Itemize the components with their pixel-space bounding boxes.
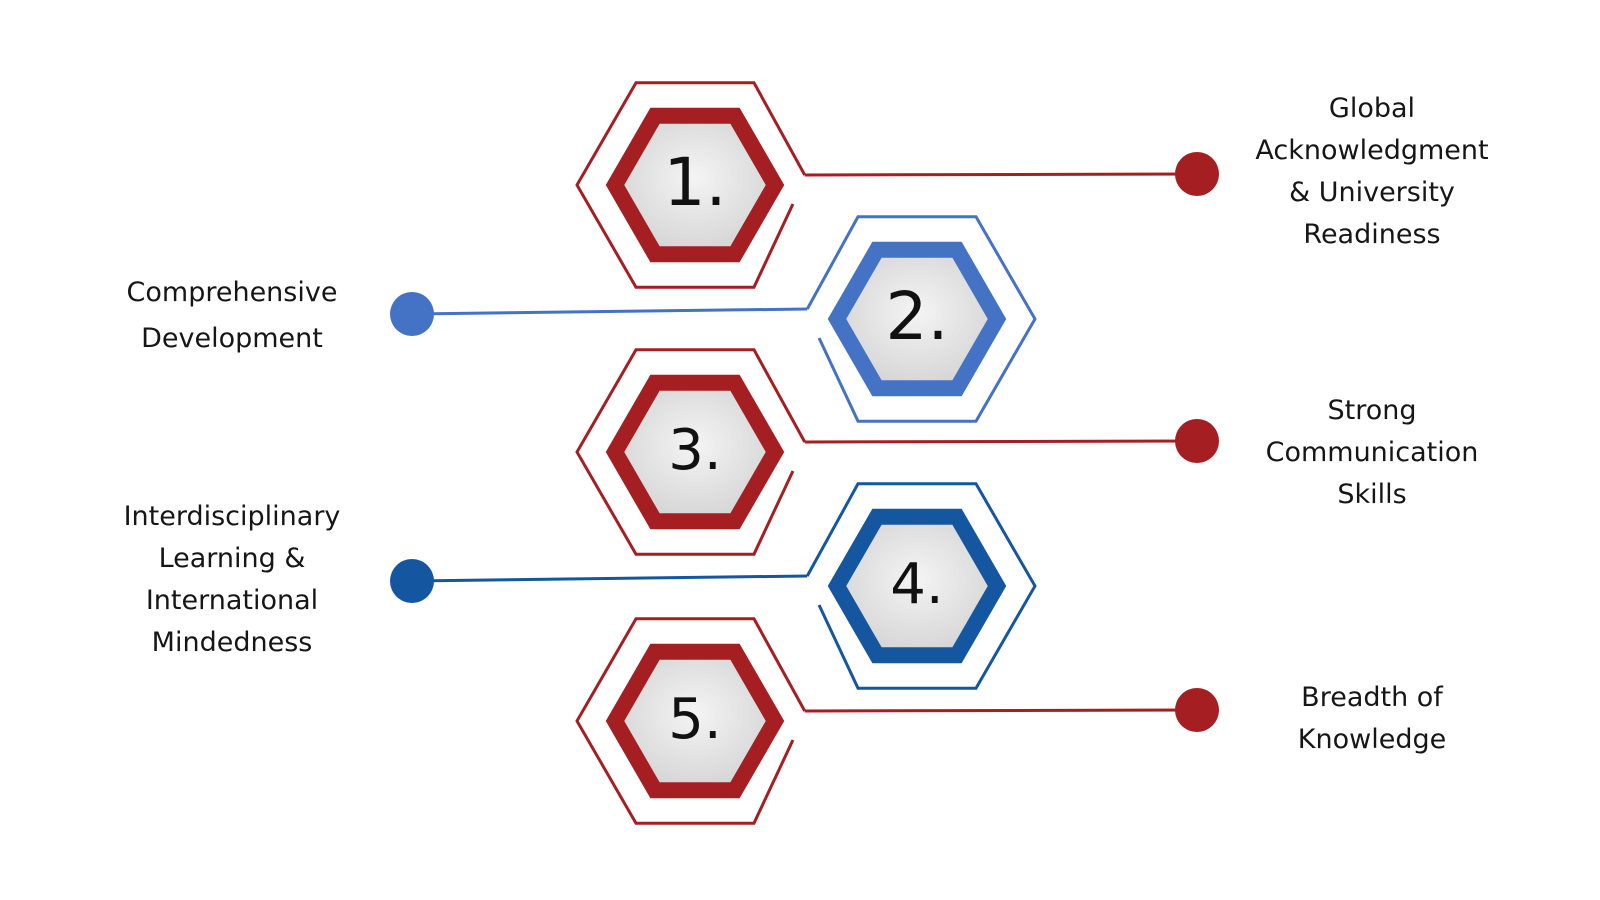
step-1-outer-frame <box>575 81 807 289</box>
step-3-number: 3. <box>668 418 721 483</box>
step-1-hexagon: 1. <box>575 81 807 289</box>
step-2-ring <box>827 241 1007 397</box>
connector-layer <box>390 152 1219 732</box>
step-5-label: Breadth of Knowledge <box>1212 677 1532 761</box>
step-2-outer-frame <box>805 215 1037 423</box>
step-3-connector-dot <box>1175 419 1219 463</box>
step-5-label-line: Knowledge <box>1297 724 1447 755</box>
step-5-label-line: Breadth of <box>1301 682 1443 713</box>
step-3-outer-frame <box>575 348 807 556</box>
step-4-connector-dot <box>390 559 434 603</box>
step-4-label-line: Learning & <box>158 543 306 574</box>
step-5-hexagon: 5. <box>575 617 807 825</box>
step-1-ring <box>605 107 785 263</box>
step-5-ring <box>605 643 785 799</box>
step-1-number: 1. <box>664 144 727 221</box>
step-1-connector-dot <box>1175 152 1219 196</box>
step-1-connector-line <box>804 172 1198 177</box>
step-3-connector-line <box>804 439 1198 444</box>
step-3-label-line: Communication <box>1265 437 1479 468</box>
step-4-hexagon: 4. <box>805 482 1037 690</box>
step-5-connector-line <box>804 708 1198 713</box>
step-1-label-line: Readiness <box>1303 219 1441 250</box>
step-5-connector-dot <box>1175 688 1219 732</box>
step-3-ring <box>605 374 785 530</box>
step-3-hexagon: 3. <box>575 348 807 556</box>
step-4-number: 4. <box>890 552 943 617</box>
step-4-label-line: Mindedness <box>151 627 313 658</box>
step-1-label-line: & University <box>1289 177 1455 208</box>
step-5-outer-frame <box>575 617 807 825</box>
step-4-label-line: International <box>145 585 319 616</box>
step-1-label-line: Global <box>1328 93 1416 124</box>
step-1-label-line: Acknowledgment <box>1255 135 1489 166</box>
step-3-label-line: Skills <box>1337 479 1407 510</box>
step-2-hexagon: 2. <box>805 215 1037 423</box>
step-2-number: 2. <box>886 278 949 355</box>
step-2-label-line: Development <box>141 323 323 354</box>
step-3-label-line: Strong <box>1327 395 1417 426</box>
step-4-label-line: Interdisciplinary <box>123 501 341 532</box>
step-5-number: 5. <box>668 687 721 752</box>
hexagon-layer: 1. 2. 3. 4. 5. <box>575 81 1037 825</box>
step-2-connector-dot <box>390 292 434 336</box>
step-4-outer-frame <box>805 482 1037 690</box>
step-4-connector-line <box>411 574 808 583</box>
step-2-label-line: Comprehensive <box>126 277 338 308</box>
step-4-ring <box>827 508 1007 664</box>
step-2-connector-line <box>411 307 808 316</box>
